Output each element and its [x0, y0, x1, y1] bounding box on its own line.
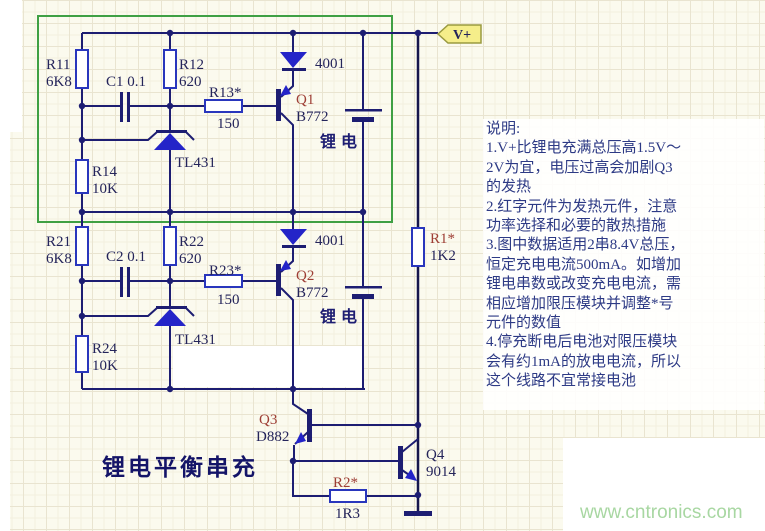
r22-value-label: 620 [179, 251, 202, 267]
notes-line: 锂电串数或改变充电电流，需 [486, 276, 682, 293]
watermark: www.cntronics.com [580, 502, 743, 523]
r11-value-label: 6K8 [46, 74, 72, 90]
d2-value-label: 4001 [315, 233, 345, 249]
q1-ref-label: Q1 [296, 92, 314, 108]
r24-ref-label: R24 [92, 341, 118, 357]
r21-value-label: 6K8 [46, 251, 72, 267]
notes-line: 1.V+比锂电充满总压高1.5V～ [486, 140, 682, 157]
battery-bat1 [345, 109, 382, 122]
q4-ref-label: Q4 [426, 447, 445, 463]
r21-ref-label: R21 [46, 234, 71, 250]
q4-value-label: 9014 [426, 464, 457, 480]
transistor-q2 [276, 260, 291, 296]
c2-label: C2 0.1 [106, 249, 146, 265]
bat1-label: 锂电 [320, 132, 362, 151]
u1-value-label: TL431 [175, 155, 216, 171]
r23-value-label: 150 [217, 292, 240, 308]
q1-value-label: B772 [296, 109, 329, 125]
transistor-q3 [295, 409, 312, 444]
battery-bat2 [345, 286, 382, 299]
resistor-r13 [204, 99, 243, 113]
notes-block: 说明: 1.V+比锂电充满总压高1.5V～ 2V为宜，电压过高会加剧Q3 的发热… [486, 120, 764, 392]
notes-line: 会有约1mA的放电电流，所以 [486, 353, 682, 370]
ground-symbol [404, 511, 432, 516]
notes-line: 元件的数值 [486, 315, 562, 332]
r11-ref-label: R11 [46, 57, 70, 73]
r12-value-label: 620 [179, 74, 202, 90]
diode-d2 [280, 229, 307, 248]
resistor-r22 [163, 226, 177, 266]
resistor-r2 [329, 489, 367, 503]
tl431-u1 [154, 130, 187, 150]
wires [81, 32, 438, 511]
resistor-r11 [75, 49, 89, 89]
diode-d1 [280, 52, 307, 71]
r2-ref-label: R2* [333, 475, 358, 491]
resistor-r23 [204, 274, 243, 288]
q2-value-label: B772 [296, 285, 329, 301]
u2-value-label: TL431 [175, 332, 216, 348]
resistor-r1 [411, 227, 425, 267]
notes-line: 相应增加限压模块并调整*号 [486, 295, 674, 312]
q3-ref-label: Q3 [259, 412, 277, 428]
notes-line: 2V为宜，电压过高会加剧Q3 [486, 159, 673, 176]
notes-line: 3.图中数据适用2串8.4V总压， [486, 237, 685, 254]
r2-value-label: 1R3 [335, 506, 360, 522]
resistor-r14 [75, 159, 89, 194]
r12-ref-label: R12 [179, 57, 204, 73]
transistor-q1 [276, 85, 291, 121]
notes-line: 2.红字元件为发热元件，注意 [486, 198, 678, 215]
power-flag-label: V+ [453, 28, 471, 43]
resistor-r21 [75, 226, 89, 266]
notes-line: 说明: [486, 121, 521, 137]
transistor-q4 [398, 446, 417, 481]
notes-line: 4.停充断电后电池对限压模块 [486, 334, 678, 351]
r14-ref-label: R14 [92, 164, 118, 180]
r14-value-label: 10K [92, 181, 118, 197]
q3-value-label: D882 [256, 429, 289, 445]
r24-value-label: 10K [92, 358, 118, 374]
component-labels: R11 6K8 C1 0.1 R12 620 R13* 150 Q1 B772 … [46, 56, 457, 522]
resistor-r24 [75, 335, 89, 373]
r23-ref-label: R23* [209, 263, 242, 279]
notes-line: 功率选择和必要的散热措施 [486, 218, 667, 235]
notes-line: 这个线路不宜常接电池 [486, 373, 637, 390]
resistor-r12 [163, 49, 177, 89]
c1-label: C1 0.1 [106, 74, 146, 90]
power-flag: V+ [436, 24, 482, 44]
junction-dots [78, 29, 422, 499]
module1-outline-box [37, 15, 393, 223]
notes-line: 的发热 [486, 179, 532, 196]
capacitor-c2 [120, 267, 130, 297]
r1-value-label: 1K2 [430, 248, 456, 264]
r13-value-label: 150 [217, 116, 240, 132]
r1-ref-label: R1* [430, 231, 455, 247]
capacitor-c1 [120, 92, 130, 122]
d1-value-label: 4001 [315, 56, 345, 72]
bat2-label: 锂电 [320, 307, 362, 326]
schematic-title: 锂电平衡串充 [102, 455, 258, 480]
r13-ref-label: R13* [209, 85, 242, 101]
tl431-u2 [154, 306, 187, 326]
r22-ref-label: R22 [179, 234, 204, 250]
q2-ref-label: Q2 [296, 268, 314, 284]
notes-line: 恒定充电电流500mA。如增加 [486, 256, 682, 273]
